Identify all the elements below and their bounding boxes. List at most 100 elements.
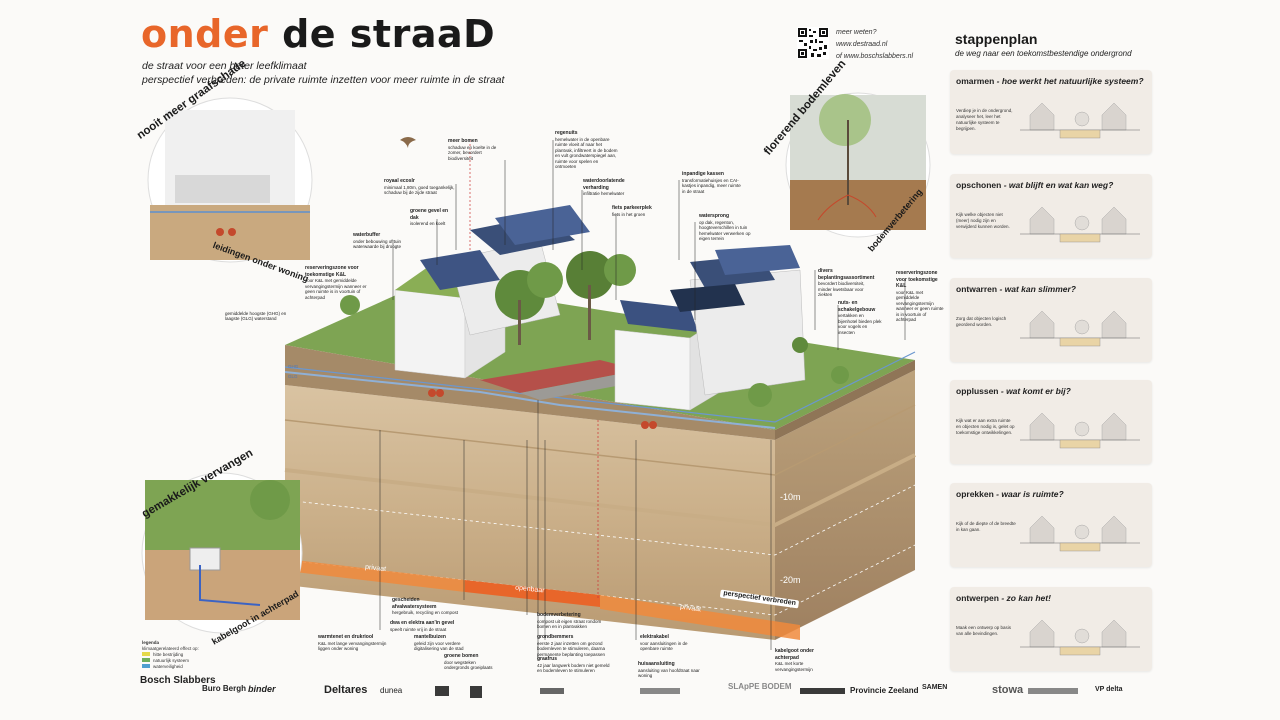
ghg-marker: GHG: [288, 364, 299, 369]
label-title: groene gevel en dak: [410, 208, 449, 221]
label-text: K&L met korte vervangingstermijn: [775, 661, 813, 672]
more-info-label: meer weten?: [836, 29, 877, 36]
logo-vp-delta[interactable]: VP delta: [1095, 686, 1123, 693]
label-title: reserveringszone voor toekomstige K&L: [305, 265, 359, 278]
title-rest: de straaD: [268, 12, 496, 56]
legend-item: hitte bestrijding: [142, 652, 199, 658]
label-title: reserveringszone voor toekomstige K&L: [896, 270, 938, 289]
logo-block-3[interactable]: [540, 688, 564, 694]
logo-deltares[interactable]: Deltares: [324, 684, 368, 696]
label-text: door wegsteken ondergronds groeiplaats: [444, 659, 493, 671]
street-surface: [480, 360, 640, 393]
step-card-ontwerpen[interactable]: ontwerpen - zo kan het!Maak een ontwerp …: [950, 587, 1152, 671]
depth-10m: -10m: [780, 492, 801, 502]
logo-samen[interactable]: SAMEN: [922, 684, 948, 691]
step-heading: opschonen - wat blijft en wat kan weg?: [956, 180, 1113, 190]
step-question: - hoe werkt het natuurlijke systeem?: [994, 76, 1144, 86]
label-title: graafrus: [537, 656, 558, 662]
step-description: Kijk wat er aan extra ruimte en objecten…: [956, 418, 1015, 435]
logo-block-2[interactable]: [470, 686, 482, 698]
label-text: hemelwater in de openbare ruimte vloeit …: [555, 136, 618, 170]
step-name: ontwerpen: [956, 593, 999, 603]
label-text: voor K&L met gemiddelde vervangingstermi…: [305, 278, 367, 300]
logo-stowa[interactable]: stowa: [992, 684, 1024, 696]
label-title: royaal ecoslr: [384, 178, 415, 184]
logo-bosch-slabbers[interactable]: Bosch Slabbers: [140, 675, 216, 686]
step-question: - waar is ruimte?: [993, 489, 1064, 499]
step-heading: opplussen - wat komt er bij?: [956, 386, 1071, 396]
label-text: hergebruik, recycling en compost: [392, 610, 459, 615]
label-text: bevordert biodiversiteit, minder kwetsba…: [818, 281, 865, 297]
logo-block-4[interactable]: [640, 688, 680, 694]
step-name: opschonen: [956, 180, 1002, 190]
step-question: - wat blijft en wat kan weg?: [1001, 180, 1114, 190]
stappenplan-title: stappenplan: [955, 31, 1038, 47]
qr-code-icon[interactable]: [797, 27, 829, 59]
label-text: fiets in het groen: [612, 211, 646, 217]
step-card-ontwarren[interactable]: ontwarren - wat kan slimmer?Zorg dat obj…: [950, 278, 1152, 362]
label-text: transformatiehuisjes en CAI-kastjes inpa…: [682, 177, 741, 194]
legend-swatch: [142, 664, 150, 668]
step-card-omarmen[interactable]: omarmen - hoe werkt het natuurlijke syst…: [950, 70, 1152, 154]
label-title: nuts- en schakelgebouw: [838, 300, 876, 313]
logo-block-6[interactable]: [1028, 688, 1078, 694]
step-name: opplussen: [956, 386, 999, 396]
label-title: mantelbuizen: [414, 634, 446, 640]
step-card-opschonen[interactable]: opschonen - wat blijft en wat kan weg?Ki…: [950, 174, 1152, 258]
label-text: isolerend en koelt: [410, 221, 446, 226]
subtitle-line-2: perspectief verbreden: de private ruimte…: [142, 74, 505, 86]
label-title: gescheiden afvalwatersysteem: [392, 597, 437, 610]
step-description: Verdiep je in de ondergrond, analyseer h…: [956, 108, 1013, 131]
logo-slappe-bodem[interactable]: SLApPE BODEM: [728, 682, 792, 691]
step-description: Kijk of de diepte of de breedte in kan g…: [956, 521, 1016, 532]
step-card-opplussen[interactable]: opplussen - wat komt er bij? Kijk wat er …: [950, 380, 1152, 464]
step-diagram: [1020, 619, 1140, 656]
step-heading: ontwarren - wat kan slimmer?: [956, 284, 1076, 294]
logo-zeeland[interactable]: Provincie Zeeland: [850, 686, 919, 695]
label-text: infiltratie hemelwater: [583, 191, 625, 196]
label-text: compost uit eigen straat rondom bomen en…: [537, 618, 602, 630]
legend-swatch: [142, 652, 150, 656]
step-name: oprekken: [956, 489, 994, 499]
label-title: watersprong: [699, 213, 730, 219]
step-card-oprekken[interactable]: oprekken - waar is ruimte? Kijk of de die…: [950, 483, 1152, 567]
website-link-2[interactable]: of www.boschslabbers.nl: [836, 53, 914, 60]
legend-subtitle: klimaatgerelateerd effect op:: [142, 646, 199, 651]
trees: [340, 251, 849, 407]
label-title: meer bomen: [448, 138, 478, 144]
website-link-1[interactable]: www.destraad.nl: [836, 41, 888, 48]
legend-title: legenda: [142, 640, 160, 645]
logo-dunea[interactable]: dunea: [380, 686, 403, 695]
page-title: onder de straaD: [141, 12, 495, 56]
logo-block-1[interactable]: [435, 686, 449, 696]
logo-block-5[interactable]: [800, 688, 845, 694]
label-title: waterdoorlatende verharding: [583, 178, 625, 191]
legend-label: waterveiligheid: [153, 664, 183, 669]
label-title: huisaansluiting: [638, 661, 675, 667]
back-houses-right: [670, 245, 806, 396]
label-title: fiets parkeerplek: [612, 205, 652, 211]
logo-buro-bergh[interactable]: Buro Bergh: [202, 684, 246, 693]
title-accent: onder: [141, 12, 269, 56]
label-text: aansluiting van hoofdtraat naar woning: [638, 667, 700, 679]
logo-binder[interactable]: binder: [248, 684, 276, 694]
step-name: omarmen: [956, 76, 995, 86]
legend-swatch: [142, 658, 150, 662]
step-diagram: [1020, 102, 1140, 139]
sponsor-logos: Bosch Slabbers Buro Bergh binder Deltare…: [140, 676, 1150, 706]
step-question: - wat kan slimmer?: [997, 284, 1076, 294]
label-title: waterbuffer: [353, 232, 381, 238]
label-title: bodemverbetering: [537, 612, 581, 618]
label-text: eerste 2 jaar inzetten om gezond bodemle…: [537, 640, 606, 657]
